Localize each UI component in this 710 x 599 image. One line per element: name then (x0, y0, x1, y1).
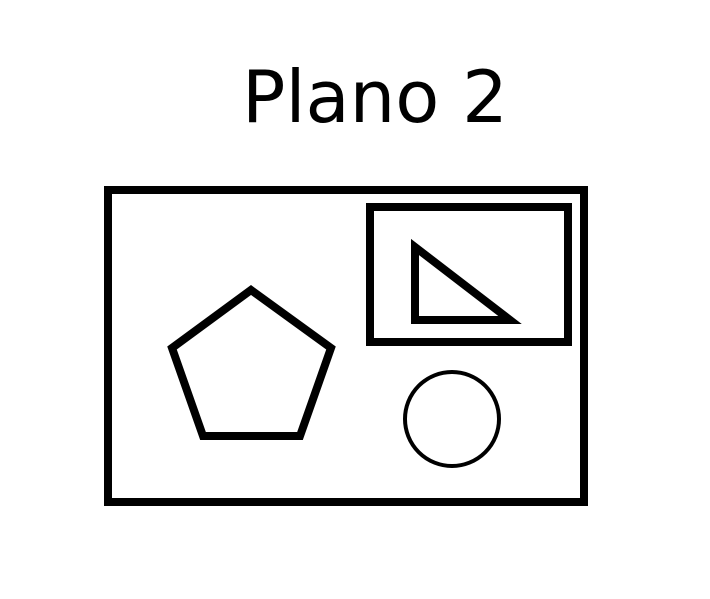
inner-frame (366, 203, 572, 346)
circle (403, 370, 501, 468)
outer-frame (104, 186, 588, 506)
pentagon (167, 285, 336, 440)
triangle (411, 238, 522, 324)
page-title: Plano 2 (242, 55, 508, 139)
